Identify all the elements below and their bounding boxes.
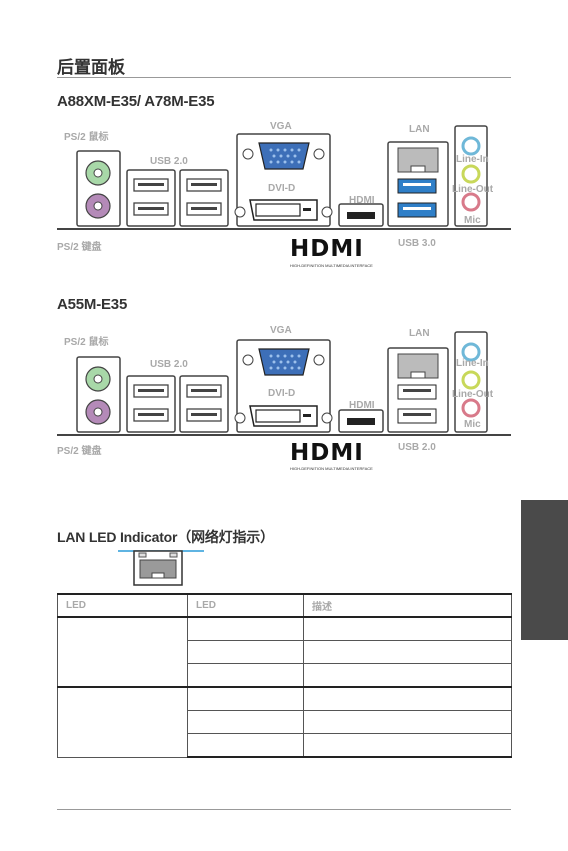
title-divider <box>57 77 511 78</box>
table-cell <box>303 616 512 641</box>
hdmi-logo: HDMI <box>290 236 364 262</box>
hdmi-logo-tagline: HIGH-DEFINITION MULTIMEDIA INTERFACE <box>290 466 373 471</box>
panel2-title: A55M-E35 <box>57 296 128 313</box>
table-cell <box>187 616 304 641</box>
page-title: 后置面板 <box>57 58 125 77</box>
table-row <box>57 686 512 758</box>
ps2-keyboard-label: PS/2 键盘 <box>57 446 102 457</box>
header-description: 描述 <box>303 593 512 618</box>
line-out-jack-icon <box>461 370 481 390</box>
table-cell <box>57 686 188 758</box>
table-row <box>57 616 512 688</box>
vga-port-icon <box>258 142 310 170</box>
hdmi-port-icon <box>347 418 375 425</box>
vga-label: VGA <box>270 121 292 132</box>
dvi-label: DVI-D <box>268 388 296 399</box>
line-in-jack-icon <box>461 136 481 156</box>
ps2-keyboard-port-icon <box>85 193 111 219</box>
table-row <box>58 640 512 664</box>
panel2-diagram <box>57 312 511 436</box>
table-cell <box>187 663 304 688</box>
header-led-1: LED <box>57 593 188 618</box>
panel1-diagram <box>57 106 511 230</box>
table-row <box>58 710 512 734</box>
line-in-jack-icon <box>461 342 481 362</box>
footer-divider <box>57 809 511 810</box>
mic-jack-icon <box>461 398 481 418</box>
chapter-side-tab <box>521 500 568 640</box>
table-cell <box>187 640 304 664</box>
table-cell <box>187 733 304 758</box>
lan-label: LAN <box>409 328 430 339</box>
hdmi-logo: HDMI <box>290 440 364 466</box>
table-cell <box>303 640 512 664</box>
table-cell <box>303 733 512 758</box>
line-out-jack-icon <box>461 164 481 184</box>
mic-label: Mic <box>464 215 481 226</box>
hdmi-logo-tagline: HIGH-DEFINITION MULTIMEDIA INTERFACE <box>290 263 373 268</box>
line-in-label: Line-In <box>456 154 489 165</box>
lan-jack-icon <box>118 550 204 586</box>
line-out-label: Line-Out <box>452 389 494 400</box>
vga-label: VGA <box>270 325 292 336</box>
ps2-keyboard-label: PS/2 键盘 <box>57 242 102 253</box>
line-out-label: Line-Out <box>452 184 494 195</box>
lan-label: LAN <box>409 124 430 135</box>
usb-upper-label: USB 2.0 <box>150 156 188 167</box>
ps2-mouse-port-icon <box>85 366 111 392</box>
ps2-mouse-label: PS/2 鼠标 <box>64 337 109 348</box>
dvi-label: DVI-D <box>268 183 296 194</box>
hdmi-label: HDMI <box>349 195 375 206</box>
mic-label: Mic <box>464 419 481 430</box>
usb-lower-label: USB 3.0 <box>398 238 436 249</box>
header-led-2: LED <box>187 593 304 618</box>
panel1-ports-illustration <box>76 125 488 227</box>
table-row <box>58 733 512 758</box>
usb-lower-label: USB 2.0 <box>398 442 436 453</box>
ps2-mouse-port-icon <box>85 160 111 186</box>
vga-port-icon <box>258 348 310 376</box>
hdmi-label: HDMI <box>349 400 375 411</box>
lan-led-title: LAN LED Indicator（网络灯指示） <box>57 529 274 545</box>
table-header-row: LED LED 描述 <box>57 593 512 618</box>
led-table: LED LED 描述 <box>57 593 512 758</box>
table-cell <box>187 686 304 711</box>
table-row <box>58 663 512 688</box>
mic-jack-icon <box>461 192 481 212</box>
ps2-mouse-label: PS/2 鼠标 <box>64 132 109 143</box>
ps2-keyboard-port-icon <box>85 399 111 425</box>
table-cell <box>303 663 512 688</box>
table-cell <box>57 616 188 688</box>
hdmi-port-icon <box>347 212 375 219</box>
line-in-label: Line-In <box>456 358 489 369</box>
panel2-ports-illustration <box>76 331 488 433</box>
table-cell <box>303 686 512 711</box>
table-cell <box>187 710 304 734</box>
table-cell <box>303 710 512 734</box>
panel1-title: A88XM-E35/ A78M-E35 <box>57 93 215 110</box>
usb-upper-label: USB 2.0 <box>150 359 188 370</box>
